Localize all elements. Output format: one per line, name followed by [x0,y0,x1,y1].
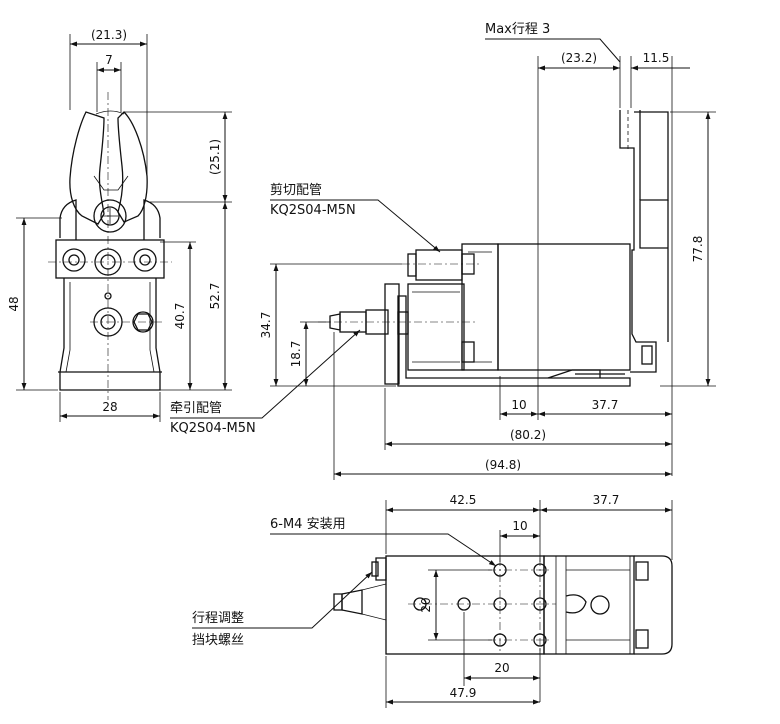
adjust-screw-label-1: 行程调整 [192,611,244,626]
side-view: Max行程 3 (23.2) 11.5 77.8 34.7 18.7 10 37… [259,22,716,480]
suction-port-part: KQ2S04-M5N [170,421,256,436]
front-middle-block [55,239,165,279]
front-dim-jaw-width: 7 [105,53,113,67]
front-dim-base-width: 28 [102,400,117,414]
side-dim-right-height: 77.8 [691,236,705,263]
side-main-block [461,243,499,371]
front-dim-top-width: (21.3) [91,28,127,42]
top-dim-hole-pitch-y: 20 [419,597,433,612]
cut-port-part: KQ2S04-M5N [270,203,356,218]
front-gripper-jaw-left [69,111,105,225]
side-dim-top-a: (23.2) [561,51,597,65]
side-dim-bottom-d: (94.8) [485,458,521,472]
side-upper-port [415,249,463,281]
front-pivot-inner [100,206,120,226]
top-dim-bottom-total: 47.9 [450,686,477,700]
front-lower-body [59,278,161,391]
side-dim-port-height-2: 18.7 [289,341,303,368]
side-dim-top-b: 11.5 [643,51,670,65]
side-dim-bottom-b: 37.7 [592,398,619,412]
top-dim-bottom-pitch: 20 [494,661,509,675]
top-main-body [385,555,545,655]
side-right-block [497,243,631,371]
top-dim-hole-pitch-x: 10 [512,519,527,533]
side-cutter-bracket [619,110,657,373]
adjust-screw-label-2: 挡块螺丝 [192,633,244,648]
front-view: (21.3) 7 (25.1) 48 40.7 52.7 28 牵引配管 KQ2… [7,28,361,436]
cut-port-name: 剪切配管 [270,182,322,198]
front-gripper-jaw-right [117,111,148,223]
front-dim-mid-height: 40.7 [173,303,187,330]
mount-hole-label: 6-M4 安装用 [270,517,346,532]
side-dim-bottom-a: 10 [511,398,526,412]
front-dim-left-height: 48 [7,296,21,311]
stroke-note: Max行程 3 [485,22,550,37]
front-pivot-outer [93,199,127,233]
side-back-plate [397,295,631,387]
front-dim-total-height: 52.7 [208,283,222,310]
top-view: 42.5 37.7 10 20 20 47.9 6-M4 安装用 行程调整 挡块… [192,493,673,708]
side-dim-bottom-c: (80.2) [510,428,546,442]
side-dim-port-height-1: 34.7 [259,312,273,339]
side-cylinder-body [407,283,465,371]
top-dim-b: 37.7 [593,493,620,507]
top-dim-a: 42.5 [450,493,477,507]
top-right-body [543,555,635,655]
suction-port-name: 牵引配管 [170,401,222,416]
front-dim-jaw-height: (25.1) [208,139,222,175]
